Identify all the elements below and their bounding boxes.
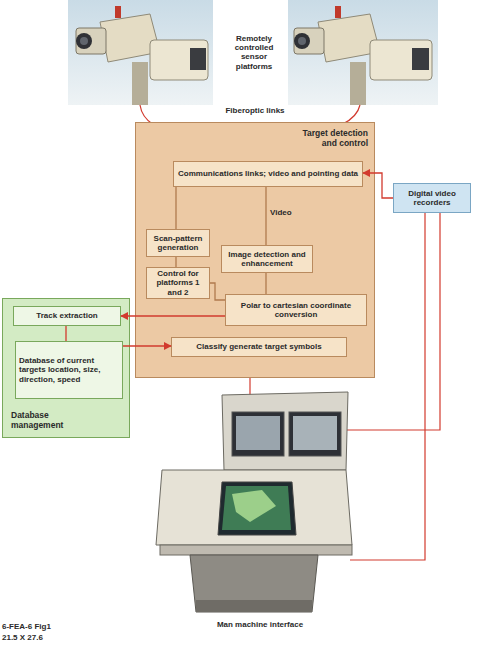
- connector: [121, 315, 225, 316]
- group-box: Database management Track extractionDatab…: [2, 298, 130, 438]
- node-text: Control for platforms 1 and 2: [150, 269, 206, 297]
- connector: [123, 345, 171, 346]
- node-text: Polar to cartesian coordinate conversion: [229, 301, 363, 319]
- connector: [65, 326, 66, 341]
- process-box: Image detection and enhancement: [221, 245, 313, 273]
- node-text: Communications links; video and pointing…: [178, 169, 358, 178]
- node-text: Track extraction: [36, 311, 97, 320]
- console-label: Man machine interface: [205, 620, 315, 629]
- connector: [210, 283, 225, 300]
- sensor-platform-photo: [288, 0, 438, 105]
- link-label: Fiberoptic links: [218, 106, 292, 115]
- process-box: Control for platforms 1 and 2: [146, 267, 210, 299]
- node-text: Database of current targets location, si…: [19, 356, 119, 384]
- database-box: Database of current targets location, si…: [15, 341, 123, 399]
- figure-size: 21.5 X 27.6: [2, 633, 82, 642]
- group-heading: Target detection and control: [286, 129, 368, 149]
- node-text: Classify generate target symbols: [196, 342, 321, 351]
- node-text: Digital video recorders: [397, 189, 467, 207]
- edge-label: Video: [270, 208, 292, 217]
- node-text: Scan-pattern generation: [150, 234, 206, 252]
- process-box: Classify generate target symbols: [171, 337, 347, 357]
- caption-label: Remotely controlled sensor platforms: [222, 34, 286, 71]
- process-box: Scan-pattern generation: [146, 229, 210, 257]
- process-box: Track extraction: [13, 306, 121, 326]
- group-heading: Database management: [11, 411, 83, 431]
- process-box: Communications links; video and pointing…: [173, 161, 363, 187]
- connector: [363, 173, 393, 198]
- connector: [265, 187, 266, 245]
- connector: [175, 187, 176, 229]
- connector: [265, 273, 266, 294]
- sensor-platform-photo: [68, 0, 213, 105]
- figure-code: 6-FEA-6 Fig1: [2, 622, 82, 631]
- group-box: Target detection and controlCommunicatio…: [135, 122, 375, 378]
- node-text: Image detection and enhancement: [225, 250, 309, 268]
- process-box: Polar to cartesian coordinate conversion: [225, 294, 367, 326]
- storage-box: Digital video recorders: [393, 183, 471, 213]
- console-illustration: [156, 392, 352, 612]
- connector: [175, 257, 176, 267]
